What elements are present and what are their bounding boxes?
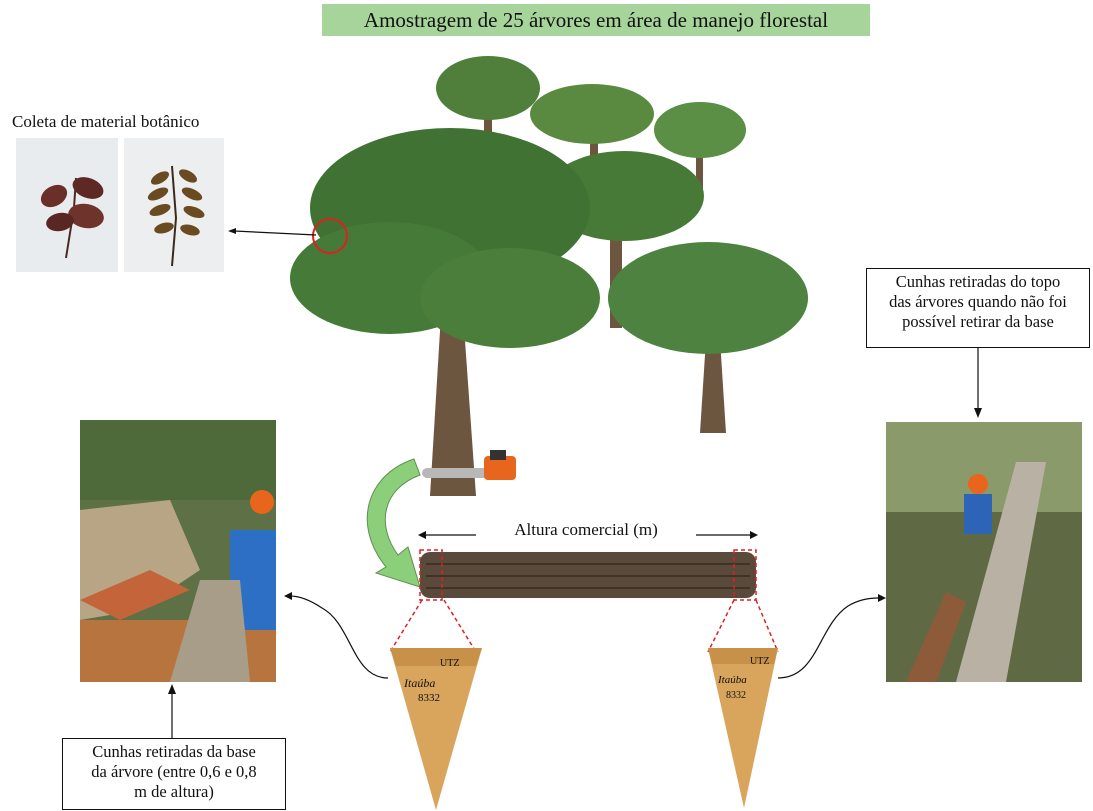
curved-connector-left — [282, 584, 392, 684]
wood-wedge-icon — [708, 648, 778, 808]
log-illustration — [418, 544, 758, 604]
forest-illustration — [280, 48, 820, 498]
wedge-projections — [386, 600, 786, 654]
wedge-code: UTZ — [750, 656, 769, 667]
leaf-sample-icon — [16, 138, 118, 272]
base-wedge: UTZ Itaúba 8332 — [390, 648, 482, 810]
note-line: das árvores quando não foi — [871, 292, 1085, 312]
wedge-number: 8332 — [418, 692, 440, 704]
field-photo — [886, 422, 1082, 682]
down-arrow — [972, 348, 984, 418]
log-label: Altura comercial (m) — [476, 520, 696, 540]
note-line: Cunhas retiradas da base — [67, 742, 281, 762]
wedge-number: 8332 — [726, 690, 746, 701]
tree-icon — [608, 242, 808, 433]
wood-wedge-icon — [390, 648, 482, 810]
note-line: possível retirar da base — [871, 312, 1085, 332]
wedge-name: Itaúba — [404, 676, 435, 691]
top-wedge: UTZ Itaúba 8332 — [708, 648, 778, 808]
wedge-name: Itaúba — [718, 674, 747, 686]
curved-connector-right — [778, 586, 888, 682]
leaf-sample-icon — [124, 138, 224, 272]
base-wedge-photo — [80, 420, 276, 682]
leaf-photo-2 — [124, 138, 224, 272]
top-wedge-photo — [886, 422, 1082, 682]
leaf-photo-1 — [16, 138, 118, 272]
curved-arrow-icon — [346, 455, 426, 595]
wedge-code: UTZ — [440, 658, 459, 669]
diagram-title: Amostragem de 25 árvores em área de mane… — [322, 4, 870, 36]
note-line: da árvore (entre 0,6 e 0,8 — [67, 762, 281, 782]
tree-icon — [290, 128, 600, 496]
up-arrow — [166, 684, 178, 738]
field-photo — [80, 420, 276, 682]
base-wedge-note: Cunhas retiradas da base da árvore (entr… — [62, 738, 286, 810]
note-line: m de altura) — [67, 782, 281, 802]
top-wedge-note: Cunhas retiradas do topo das árvores qua… — [866, 268, 1090, 348]
botanical-label: Coleta de material botânico — [12, 112, 199, 132]
note-line: Cunhas retiradas do topo — [871, 272, 1085, 292]
connector-arrow — [228, 226, 318, 240]
